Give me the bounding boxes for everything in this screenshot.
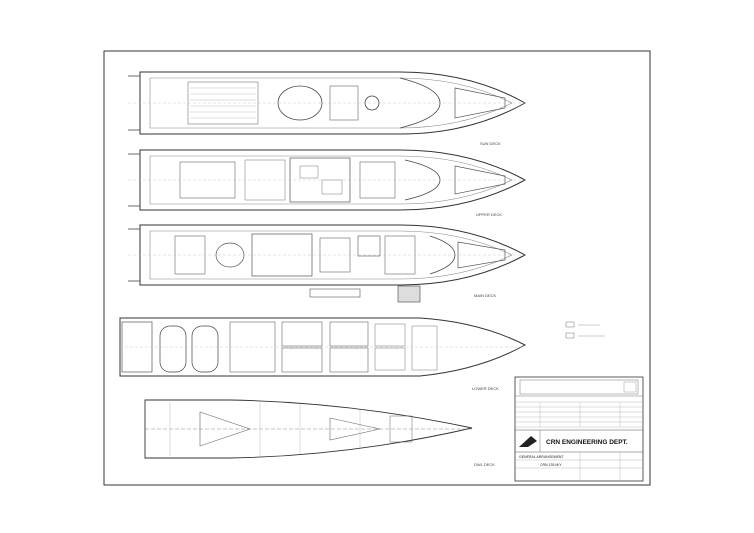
sun-deck-plan (128, 71, 527, 135)
upper-deck-plan (128, 149, 527, 211)
company-name: CRN ENGINEERING DEPT. (546, 439, 628, 446)
sheet-border (103, 50, 651, 486)
crn-logo-icon (519, 436, 537, 447)
lower-deck-plan (119, 317, 527, 377)
deck-label-lower: LOWER DECK (472, 386, 499, 391)
deck-label-main: MAIN DECK (474, 293, 497, 298)
dwl-deck-plan (144, 399, 473, 459)
deck-label-upper: UPPER DECK (476, 212, 502, 217)
drawing-title: GENERAL ARRANGEMENT (519, 455, 564, 459)
main-deck-plan (128, 224, 527, 303)
deck-label-dwl: DWL DECK (474, 462, 495, 467)
deck-label-sun: SUN DECK (480, 141, 501, 146)
hull-name: CRN 135 M/Y (540, 463, 562, 467)
title-block: CRN ENGINEERING DEPT. GENERAL ARRANGEMEN… (514, 376, 644, 482)
legend-box (565, 321, 605, 339)
